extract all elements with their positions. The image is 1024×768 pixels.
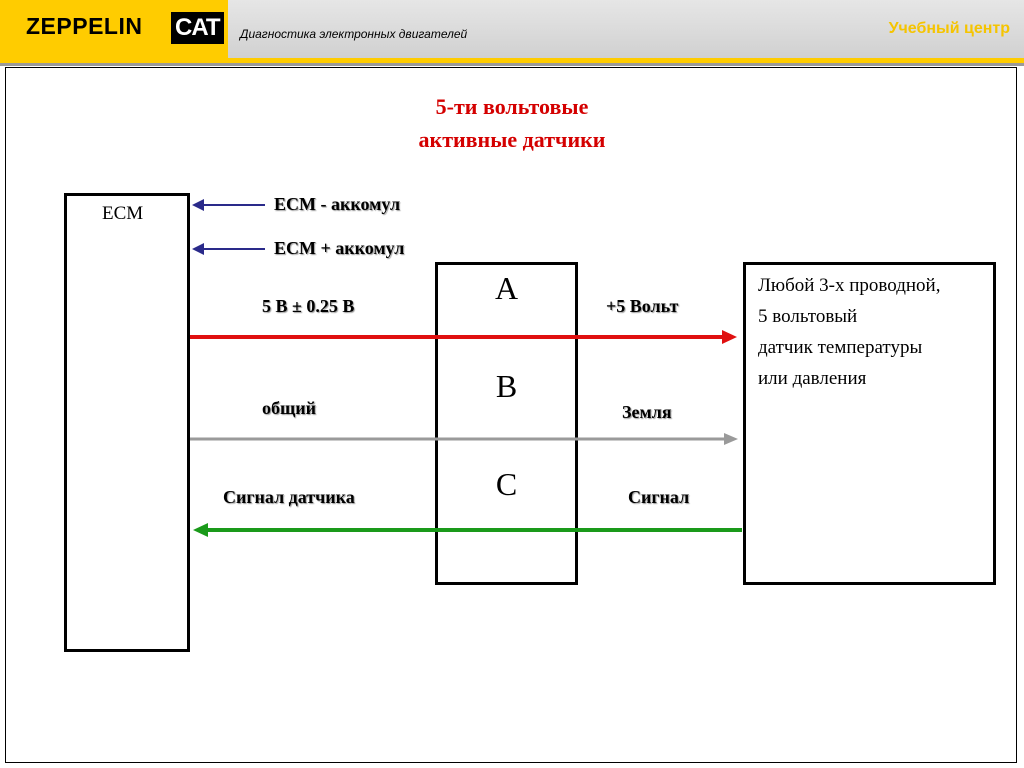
sensor-description: Любой 3-х проводной, 5 вольтовый датчик …	[758, 270, 988, 394]
title-line-2: активные датчики	[418, 127, 606, 152]
connector-pin-c: C	[495, 466, 518, 502]
header-right-title: Учебный центр	[888, 20, 1010, 37]
header-subtitle: Диагностика электронных двигателей	[240, 27, 468, 41]
ecm-minus-arrow	[192, 199, 265, 211]
sensor-line-1: Любой 3-х проводной,	[758, 275, 941, 296]
header-gray-stripe	[0, 63, 1024, 66]
ecm-box	[64, 193, 190, 652]
header-bar: ZEPPELIN CAT Диагностика электронных дви…	[0, 0, 1024, 62]
logo-zeppelin-text: ZEPPELIN	[26, 13, 143, 39]
ecm-minus-label: ECM - аккомул	[274, 194, 401, 214]
connector-pin-a: A	[494, 270, 519, 306]
sensor-box	[743, 262, 996, 585]
common-label: общий	[262, 398, 316, 418]
gray-ground-wire	[190, 433, 738, 445]
plus5-volt-label: +5 Вольт	[606, 296, 679, 316]
green-signal-wire	[193, 523, 742, 537]
connector-pin-b: B	[495, 368, 518, 404]
header-yellow-stripe	[0, 58, 1024, 63]
signal-label: Сигнал	[628, 487, 690, 507]
slide-title: 5-ти вольтовые активные датчики	[0, 90, 1024, 156]
logo-cat-text: CAT	[171, 12, 224, 44]
sensor-line-4: или давления	[758, 368, 867, 389]
title-line-1: 5-ти вольтовые	[435, 94, 589, 119]
red-supply-wire	[190, 330, 737, 344]
ecm-plus-arrow	[192, 243, 265, 255]
sensor-line-3: датчик температуры	[758, 337, 923, 358]
sensor-signal-label: Сигнал датчика	[223, 487, 355, 507]
slide-frame	[5, 67, 1017, 763]
sensor-line-2: 5 вольтовый	[758, 306, 858, 327]
ecm-plus-label: ECM + аккомул	[274, 238, 405, 258]
voltage-label: 5 В ± 0.25 В	[262, 296, 355, 316]
ecm-label: ECM	[102, 203, 144, 224]
ground-label: Земля	[622, 402, 672, 422]
zeppelin-cat-logo: ZEPPELIN CAT	[0, 0, 228, 58]
